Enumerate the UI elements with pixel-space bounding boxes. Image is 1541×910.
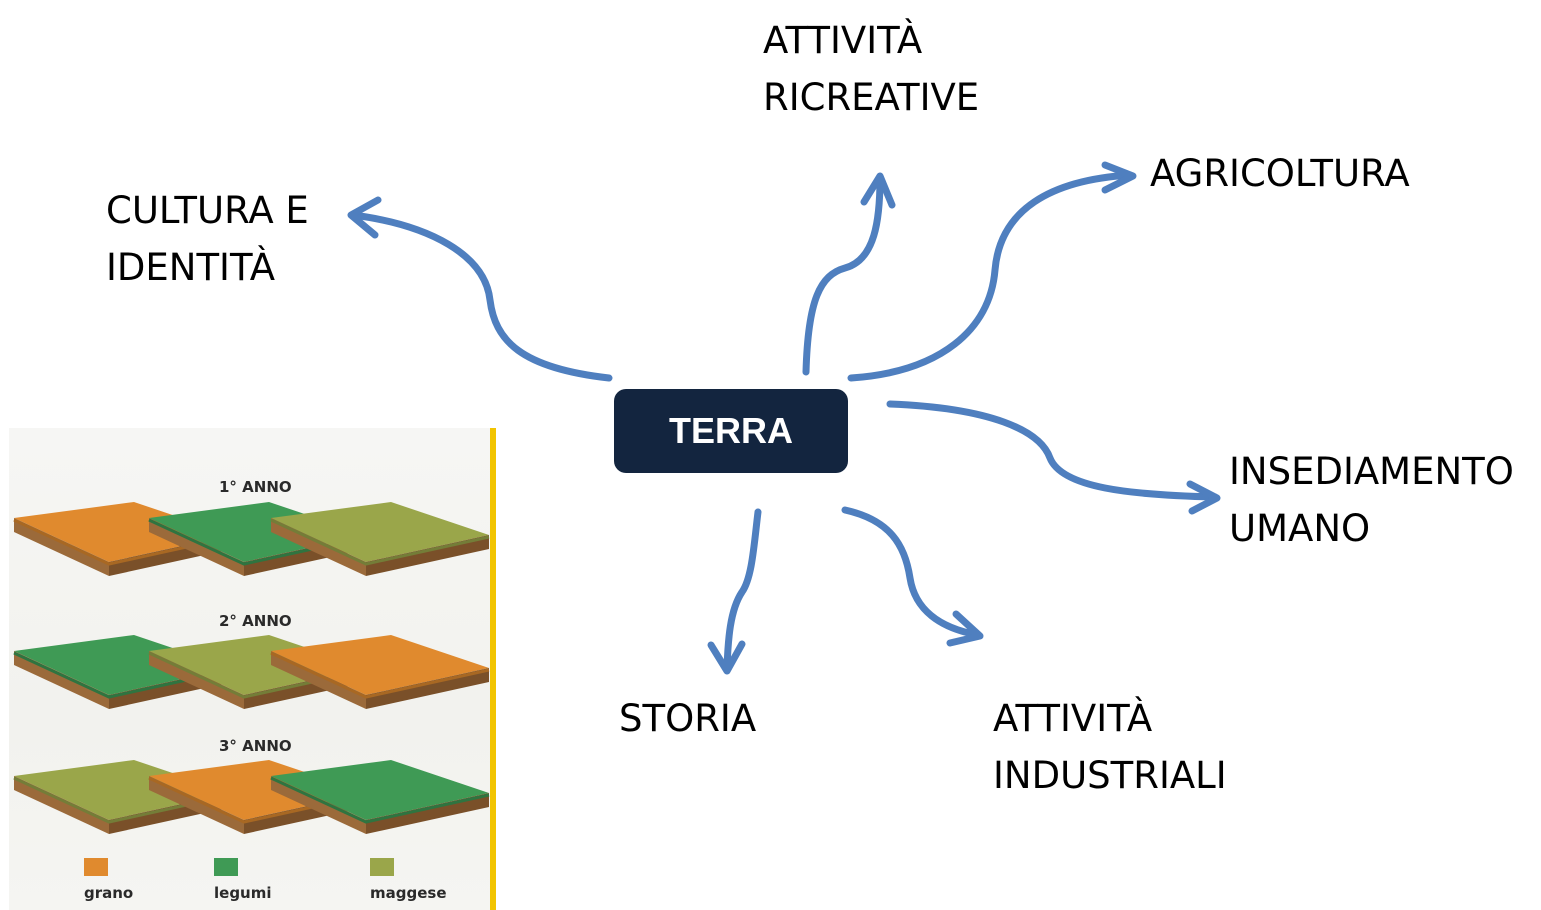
center-node-terra: TERRA <box>614 389 848 473</box>
arrow-to-agricoltura <box>847 171 1134 382</box>
plot-maggese <box>270 502 490 576</box>
node-line: ATTIVITÀ <box>993 697 1153 740</box>
plot-top-legumi <box>271 760 489 820</box>
year-label-3: 3° ANNO <box>219 737 292 755</box>
plot-edge <box>270 518 490 566</box>
node-line: ATTIVITÀ <box>763 19 923 62</box>
arrow-to-cultura <box>349 211 613 382</box>
field-plots <box>13 502 490 834</box>
plot-legumi <box>270 760 490 834</box>
legend-swatch-maggese <box>370 858 394 876</box>
plot-grano <box>270 635 490 709</box>
node-line: RICREATIVE <box>763 76 980 119</box>
arrow-to-ricreative <box>802 174 884 376</box>
node-insediamento-umano: INSEDIAMENTO UMANO <box>1229 443 1514 557</box>
arrowhead-ricreative <box>860 172 896 209</box>
node-cultura-identita: CULTURA E IDENTITÀ <box>106 182 309 296</box>
node-agricoltura: AGRICOLTURA <box>1150 145 1410 202</box>
plot-top-maggese <box>271 502 489 562</box>
legend-swatch-legumi <box>214 858 238 876</box>
crop-rotation-illustration: 1° ANNO 2° ANNO 3° ANNO grano legumi mag… <box>9 428 496 910</box>
node-attivita-industriali: ATTIVITÀ INDUSTRIALI <box>993 690 1227 804</box>
node-line: UMANO <box>1229 507 1371 550</box>
node-line: AGRICOLTURA <box>1150 152 1410 195</box>
year-label-1: 1° ANNO <box>219 478 292 496</box>
legend-swatch-grano <box>84 858 108 876</box>
node-line: STORIA <box>619 697 757 740</box>
arrow-to-industriali <box>841 506 982 639</box>
legend-label-grano: grano <box>84 884 134 902</box>
node-storia: STORIA <box>619 690 756 747</box>
legend-label-maggese: maggese <box>370 884 447 902</box>
node-line: INDUSTRIALI <box>993 754 1227 797</box>
plot-top-grano <box>271 635 489 695</box>
arrowhead-agricoltura <box>1101 161 1137 194</box>
node-line: INSEDIAMENTO <box>1229 450 1514 493</box>
arrow-to-insediamento <box>886 400 1219 501</box>
node-line: IDENTITÀ <box>106 246 276 289</box>
year-label-2: 2° ANNO <box>219 612 292 630</box>
plot-edge <box>270 776 490 824</box>
arrow-to-storia <box>723 508 762 672</box>
legend-label-legumi: legumi <box>214 884 272 902</box>
arrowhead-insediamento <box>1186 480 1221 515</box>
arrowhead-industriali <box>946 610 984 647</box>
arrowhead-cultura <box>347 196 382 239</box>
plot-edge <box>270 651 490 699</box>
node-attivita-ricreative: ATTIVITÀ RICREATIVE <box>763 12 979 126</box>
node-line: CULTURA E <box>106 189 309 232</box>
arrowhead-storia <box>707 640 746 675</box>
